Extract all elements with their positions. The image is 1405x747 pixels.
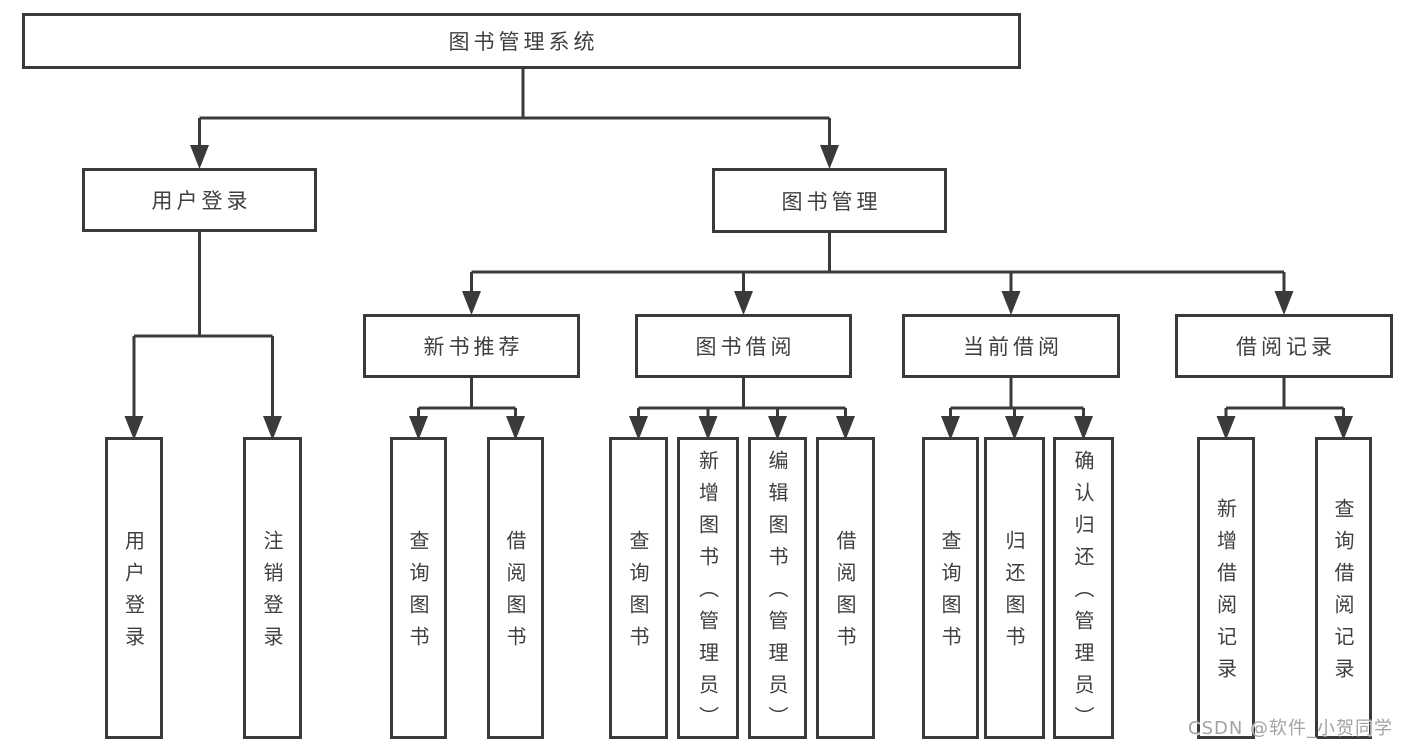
node-system-root: 图书管理系统 — [22, 13, 1021, 69]
leaf-borrow-books-recommend: 借阅图书 — [487, 437, 544, 739]
node-label: 借阅记录 — [1236, 335, 1336, 359]
leaf-add-book-admin: 新增图书（管理员） — [677, 437, 739, 739]
leaf-add-borrow-record: 新增借阅记录 — [1197, 437, 1255, 739]
leaf-logout: 注销登录 — [243, 437, 302, 739]
arrowheads — [124, 145, 1353, 440]
leaf-borrow-books-borrowing: 借阅图书 — [816, 437, 875, 739]
node-book-borrowing: 图书借阅 — [635, 314, 852, 378]
node-current-borrowing: 当前借阅 — [902, 314, 1120, 378]
leaf-query-books-recommend: 查询图书 — [390, 437, 447, 739]
node-label: 归还图书 — [1002, 530, 1026, 658]
node-label: 编辑图书（管理员） — [765, 450, 789, 738]
leaf-query-borrow-record: 查询借阅记录 — [1315, 437, 1372, 739]
leaf-query-books-borrowing: 查询图书 — [609, 437, 668, 739]
node-new-book-recommend: 新书推荐 — [363, 314, 580, 378]
node-label: 新增图书（管理员） — [695, 450, 720, 738]
leaf-query-books-current: 查询图书 — [922, 437, 979, 739]
node-label: 新增借阅记录 — [1213, 498, 1238, 690]
node-borrowing-records: 借阅记录 — [1175, 314, 1393, 378]
leaf-confirm-return-admin: 确认归还（管理员） — [1053, 437, 1114, 739]
node-label: 借阅图书 — [833, 530, 857, 658]
node-label: 用户登录 — [151, 189, 252, 213]
node-label: 用户登录 — [121, 530, 146, 658]
node-label: 当前借阅 — [963, 335, 1063, 359]
node-label: 查询图书 — [938, 530, 962, 658]
node-label: 查询图书 — [406, 530, 430, 658]
node-book-management: 图书管理 — [712, 168, 947, 233]
node-label: 借阅图书 — [503, 530, 527, 658]
leaf-user-login: 用户登录 — [105, 437, 163, 739]
leaf-edit-book-admin: 编辑图书（管理员） — [748, 437, 807, 739]
node-label: 确认归还（管理员） — [1071, 450, 1095, 738]
leaf-return-books: 归还图书 — [984, 437, 1045, 739]
node-label: 图书借阅 — [695, 335, 796, 359]
node-label: 新书推荐 — [423, 335, 524, 359]
node-label: 图书管理 — [781, 189, 882, 214]
node-user-login: 用户登录 — [82, 168, 317, 232]
node-label: 查询借阅记录 — [1331, 498, 1355, 690]
watermark: CSDN @软件_小贺同学 — [1188, 718, 1394, 739]
node-label: 图书管理系统 — [448, 30, 599, 54]
node-label: 注销登录 — [260, 530, 284, 658]
node-label: 查询图书 — [626, 530, 650, 658]
